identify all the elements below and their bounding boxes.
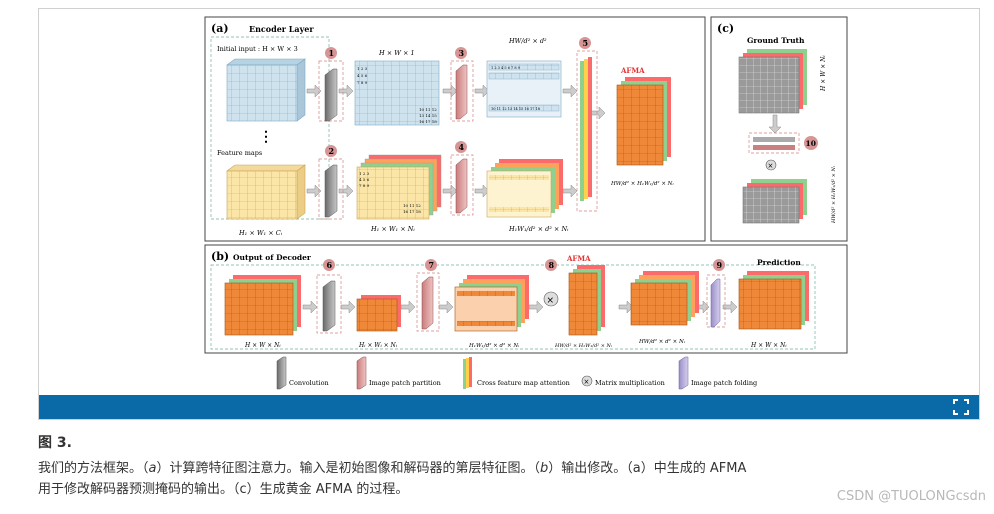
patch-dim-bottom: H₁W₁/d² × d² × Nᵢ xyxy=(508,225,569,233)
step-2-badge: 2 xyxy=(325,145,337,157)
feature-maps-cube xyxy=(226,164,306,220)
legend-cross-feature-map-attention: Cross feature map attention xyxy=(477,379,570,387)
svg-text:7 8 9: 7 8 9 xyxy=(357,80,368,85)
caption-label: 图 3. xyxy=(38,435,72,451)
panel-c-frame xyxy=(710,16,848,242)
svg-text:6: 6 xyxy=(327,260,333,270)
panel-a-frame xyxy=(204,16,706,242)
panel-c-title: Ground Truth xyxy=(747,36,805,45)
step-5-badge: 5 xyxy=(579,37,591,49)
svg-text:1 2 3: 1 2 3 xyxy=(359,171,370,176)
afma-dim-a: HW/d² × H₁W₁/d² × Nᵢ xyxy=(610,180,674,187)
b-mid-dim: Hᵢ × Wᵢ × Nᵢ xyxy=(358,342,398,349)
svg-text:16 17 18: 16 17 18 xyxy=(419,119,437,124)
legend-image-patch-partition: Image patch partition xyxy=(369,379,441,387)
svg-text:7: 7 xyxy=(429,260,435,270)
svg-text:10 11 12: 10 11 12 xyxy=(419,107,437,112)
afma-label-a: AFMA xyxy=(620,66,645,75)
legend-multiply-icon xyxy=(581,375,593,387)
svg-text:7 8 9: 7 8 9 xyxy=(359,183,370,188)
panel-a-tag: (a) xyxy=(211,22,229,35)
svg-text:16 17 18: 16 17 18 xyxy=(403,209,421,214)
svg-text:1 2 3 4 5 6 7 8 9: 1 2 3 4 5 6 7 8 9 xyxy=(491,66,520,70)
b-afma-dim: HW/d² × H₁W₁/d² × Nᵢ xyxy=(554,343,612,349)
watermark: CSDN @TUOLONGcsdn xyxy=(836,489,986,504)
feature-maps-label: Feature maps xyxy=(217,149,262,157)
panel-b-tag: (b) xyxy=(211,250,229,263)
legend-image-patch-folding: Image patch folding xyxy=(691,379,757,387)
svg-text:×: × xyxy=(768,162,774,170)
gt-side-dim: HW/d² × H₁W₁/d² × Nᵢ xyxy=(831,166,837,224)
step-7-badge: 7 xyxy=(425,259,437,271)
svg-text:8: 8 xyxy=(549,260,555,270)
caption-italic: b xyxy=(540,461,549,476)
fullscreen-icon[interactable] xyxy=(953,399,969,415)
svg-text:3: 3 xyxy=(459,48,465,58)
legend-convolution: Convolution xyxy=(289,379,329,387)
figure-toolbar xyxy=(39,395,979,419)
patch-dim-top: HW/d² × d² xyxy=(508,37,547,45)
svg-text:×: × xyxy=(547,296,555,306)
figure-caption: 图 3. 我们的方法框架。（a）计算跨特征图注意力。输入是初始图像和解码器的第层… xyxy=(38,432,980,500)
svg-text:1: 1 xyxy=(329,48,335,58)
svg-text:×: × xyxy=(584,378,590,386)
legend-matrix-multiplication: Matrix multiplication xyxy=(595,379,665,387)
svg-text:2: 2 xyxy=(329,146,335,156)
pred-dim: H × W × Nᵢ xyxy=(750,342,787,349)
step-4-badge: 4 xyxy=(455,141,467,153)
b-left-dim: H × W × Nᵢ xyxy=(244,342,281,349)
b-patch-dim: H₁W₁/d² × d² × Nᵢ xyxy=(468,342,519,349)
prediction-label: Prediction xyxy=(757,258,801,267)
step-10-badge: 10 xyxy=(804,136,818,150)
svg-text:9: 9 xyxy=(717,260,723,270)
svg-text:4 5 6: 4 5 6 xyxy=(357,73,368,78)
caption-part: 我们的方法框架。（ xyxy=(38,461,149,476)
bottom-left-dim: H₁ × W₁ × Cᵢ xyxy=(238,229,283,237)
caption-italic: a xyxy=(148,461,157,476)
figure-image[interactable]: (a) Encoder Layer Initial input : H × W … xyxy=(39,9,979,395)
svg-text:5: 5 xyxy=(583,38,589,48)
svg-text:10 11 12 13 14 15 16 17 18: 10 11 12 13 14 15 16 17 18 xyxy=(491,107,540,111)
svg-text:13 14 15: 13 14 15 xyxy=(419,113,437,118)
matrix-multiply-icon-b xyxy=(543,291,559,307)
svg-text:10: 10 xyxy=(806,139,816,148)
caption-part: ）计算跨特征图注意力。输入是初始图像和解码器的第层特征图。（ xyxy=(156,461,540,476)
svg-text:4 5 6: 4 5 6 xyxy=(359,177,370,182)
step-9-badge: 9 xyxy=(713,259,725,271)
initial-input-label: Initial input : H × W × 3 xyxy=(217,45,298,53)
b-out-dim: HW/d² × d² × Nᵢ xyxy=(638,338,685,345)
top-mid-dim: H × W × 1 xyxy=(378,49,415,57)
panel-a-title: Encoder Layer xyxy=(249,24,314,34)
caption-text: 我们的方法框架。（a）计算跨特征图注意力。输入是初始图像和解码器的第层特征图。（… xyxy=(38,458,980,500)
gt-dim: H × W × Nᵢ xyxy=(820,55,827,92)
panel-b-title: Output of Decoder xyxy=(233,253,312,262)
initial-input-cube xyxy=(226,58,306,122)
caption-part: ）输出修改。（a）中生成的 AFMA xyxy=(548,461,747,476)
step-6-badge: 6 xyxy=(323,259,335,271)
svg-text:10 11 12: 10 11 12 xyxy=(403,203,421,208)
step-3-badge: 3 xyxy=(455,47,467,59)
panel-b-frame xyxy=(204,244,848,354)
svg-text:1 2 3: 1 2 3 xyxy=(357,66,368,71)
caption-line-2: 用于修改解码器预测掩码的输出。（c）生成黄金 AFMA 的过程。 xyxy=(38,482,409,497)
ellipsis: ⋮ xyxy=(259,129,273,145)
matrix-multiply-icon-c xyxy=(765,159,777,171)
figure-card: (a) Encoder Layer Initial input : H × W … xyxy=(38,8,980,420)
panel-c-tag: (c) xyxy=(717,22,734,35)
step-8-badge: 8 xyxy=(545,259,557,271)
step-1-badge: 1 xyxy=(325,47,337,59)
mid-dim: H₁ × W₁ × Nᵢ xyxy=(370,225,415,233)
svg-text:4: 4 xyxy=(459,142,465,152)
afma-label-b: AFMA xyxy=(566,254,591,263)
legend: Convolution Image patch partition Cross … xyxy=(276,356,757,390)
